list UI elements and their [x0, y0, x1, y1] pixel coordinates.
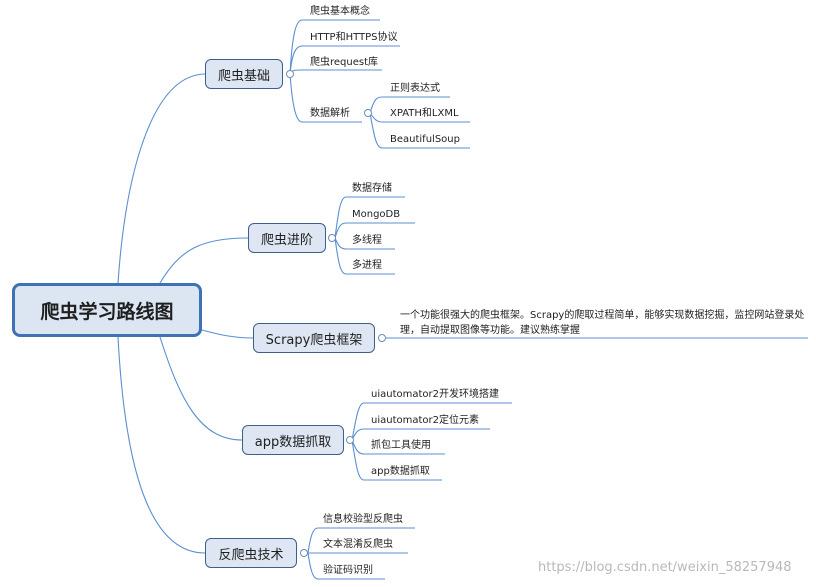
leaf-node-data-parsing[interactable]: 数据解析: [310, 108, 350, 119]
leaf-node[interactable]: 多线程: [352, 235, 382, 246]
leaf-node[interactable]: uiautomator2定位元素: [371, 415, 480, 426]
leaf-node[interactable]: 多进程: [352, 260, 382, 271]
branch-crawler-basics[interactable]: 爬虫基础: [205, 59, 283, 89]
leaf-node[interactable]: 爬虫request库: [310, 57, 379, 68]
collapse-toggle-icon[interactable]: [300, 549, 308, 557]
branch-crawler-advanced[interactable]: 爬虫进阶: [248, 223, 326, 253]
leaf-node[interactable]: uiautomator2开发环境搭建: [371, 389, 500, 400]
collapse-toggle-icon[interactable]: [378, 334, 386, 342]
root-node[interactable]: 爬虫学习路线图: [12, 283, 202, 337]
leaf-node[interactable]: app数据抓取: [371, 466, 430, 477]
leaf-node[interactable]: 信息校验型反爬虫: [323, 514, 403, 525]
collapse-toggle-icon[interactable]: [328, 234, 336, 242]
scrapy-description[interactable]: 一个功能很强大的爬虫框架。Scrapy的爬取过程简单，能够实现数据挖掘，监控网站…: [400, 310, 805, 336]
leaf-node[interactable]: BeautifulSoup: [390, 134, 460, 145]
leaf-node[interactable]: 抓包工具使用: [371, 440, 431, 451]
leaf-node[interactable]: 数据存储: [352, 183, 392, 194]
leaf-node[interactable]: MongoDB: [352, 209, 401, 220]
branch-anti-crawler[interactable]: 反爬虫技术: [205, 538, 297, 568]
leaf-node[interactable]: 验证码识别: [323, 565, 373, 576]
leaf-node[interactable]: 正则表达式: [390, 83, 440, 94]
leaf-node[interactable]: XPATH和LXML: [390, 108, 459, 119]
collapse-toggle-icon[interactable]: [286, 70, 294, 78]
branch-app-data-scraping[interactable]: app数据抓取: [242, 425, 344, 455]
collapse-toggle-icon[interactable]: [346, 436, 354, 444]
leaf-node[interactable]: 爬虫基本概念: [310, 6, 370, 17]
leaf-node[interactable]: HTTP和HTTPS协议: [310, 32, 398, 43]
collapse-toggle-icon[interactable]: [364, 109, 372, 117]
watermark: https://blog.csdn.net/weixin_58257948: [538, 560, 792, 575]
leaf-node[interactable]: 文本混淆反爬虫: [323, 539, 393, 550]
branch-scrapy-framework[interactable]: Scrapy爬虫框架: [253, 323, 375, 353]
